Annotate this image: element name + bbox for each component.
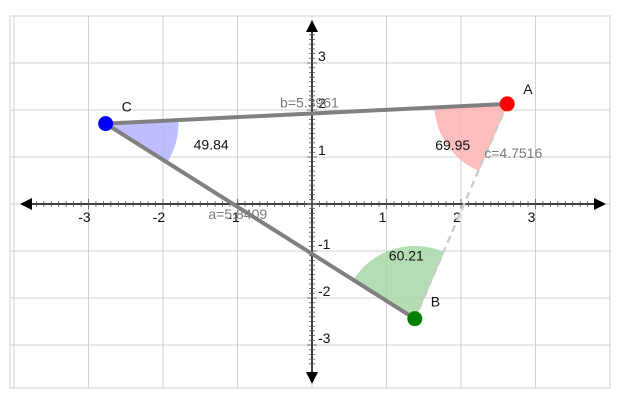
angle-label-c: 49.84 xyxy=(194,137,229,153)
x-tick-label: 3 xyxy=(528,209,536,225)
y-axis-up-arrow-icon xyxy=(306,20,318,32)
angle-label-b: 60.21 xyxy=(389,248,424,264)
side-label-c: c=4.7516 xyxy=(484,145,542,161)
axes xyxy=(20,20,606,384)
y-axis-down-arrow-icon xyxy=(306,372,318,384)
x-tick-label: -1 xyxy=(227,209,240,225)
y-tick-label: 2 xyxy=(318,95,326,111)
angle-wedge-c xyxy=(103,119,179,164)
vertices: A B C xyxy=(98,81,533,327)
side-label-a: a=5.8409 xyxy=(208,206,267,222)
vertex-label-c: C xyxy=(122,99,132,115)
vertex-point-a[interactable] xyxy=(499,96,515,112)
x-tick-label: -3 xyxy=(78,209,91,225)
tick-labels: -3 -2 -1 1 2 3 3 2 1 -1 -2 -3 xyxy=(78,48,535,346)
x-axis-right-arrow-icon xyxy=(594,198,606,210)
y-tick-label: 3 xyxy=(318,48,326,64)
vertex-label-b: B xyxy=(431,294,440,310)
y-tick-label: -1 xyxy=(318,236,331,252)
x-tick-label: -2 xyxy=(153,209,166,225)
side-labels: b=5.3961 a=5.8409 c=4.7516 xyxy=(208,94,542,222)
x-tick-label: 1 xyxy=(379,209,387,225)
vertex-label-a: A xyxy=(523,81,533,97)
y-tick-label: -2 xyxy=(318,283,331,299)
plot-border xyxy=(9,15,611,389)
vertex-point-b[interactable] xyxy=(407,311,423,327)
vertex-point-c[interactable] xyxy=(98,116,114,132)
angle-arcs xyxy=(103,103,509,320)
side-a[interactable] xyxy=(103,121,417,321)
side-b[interactable] xyxy=(103,101,510,126)
angle-wedge-b xyxy=(352,245,445,320)
side-label-b: b=5.3961 xyxy=(280,94,339,110)
triangle-sides xyxy=(103,101,510,321)
angle-labels: 69.95 60.21 49.84 xyxy=(194,137,471,264)
x-axis-left-arrow-icon xyxy=(20,198,32,210)
angle-wedge-a xyxy=(434,103,509,172)
minor-ticks xyxy=(35,34,589,365)
side-c[interactable] xyxy=(413,103,509,320)
y-tick-label: 1 xyxy=(318,142,326,158)
grid xyxy=(10,16,610,388)
y-tick-label: -3 xyxy=(318,330,331,346)
x-tick-label: 2 xyxy=(453,209,461,225)
angle-label-a: 69.95 xyxy=(435,137,470,153)
